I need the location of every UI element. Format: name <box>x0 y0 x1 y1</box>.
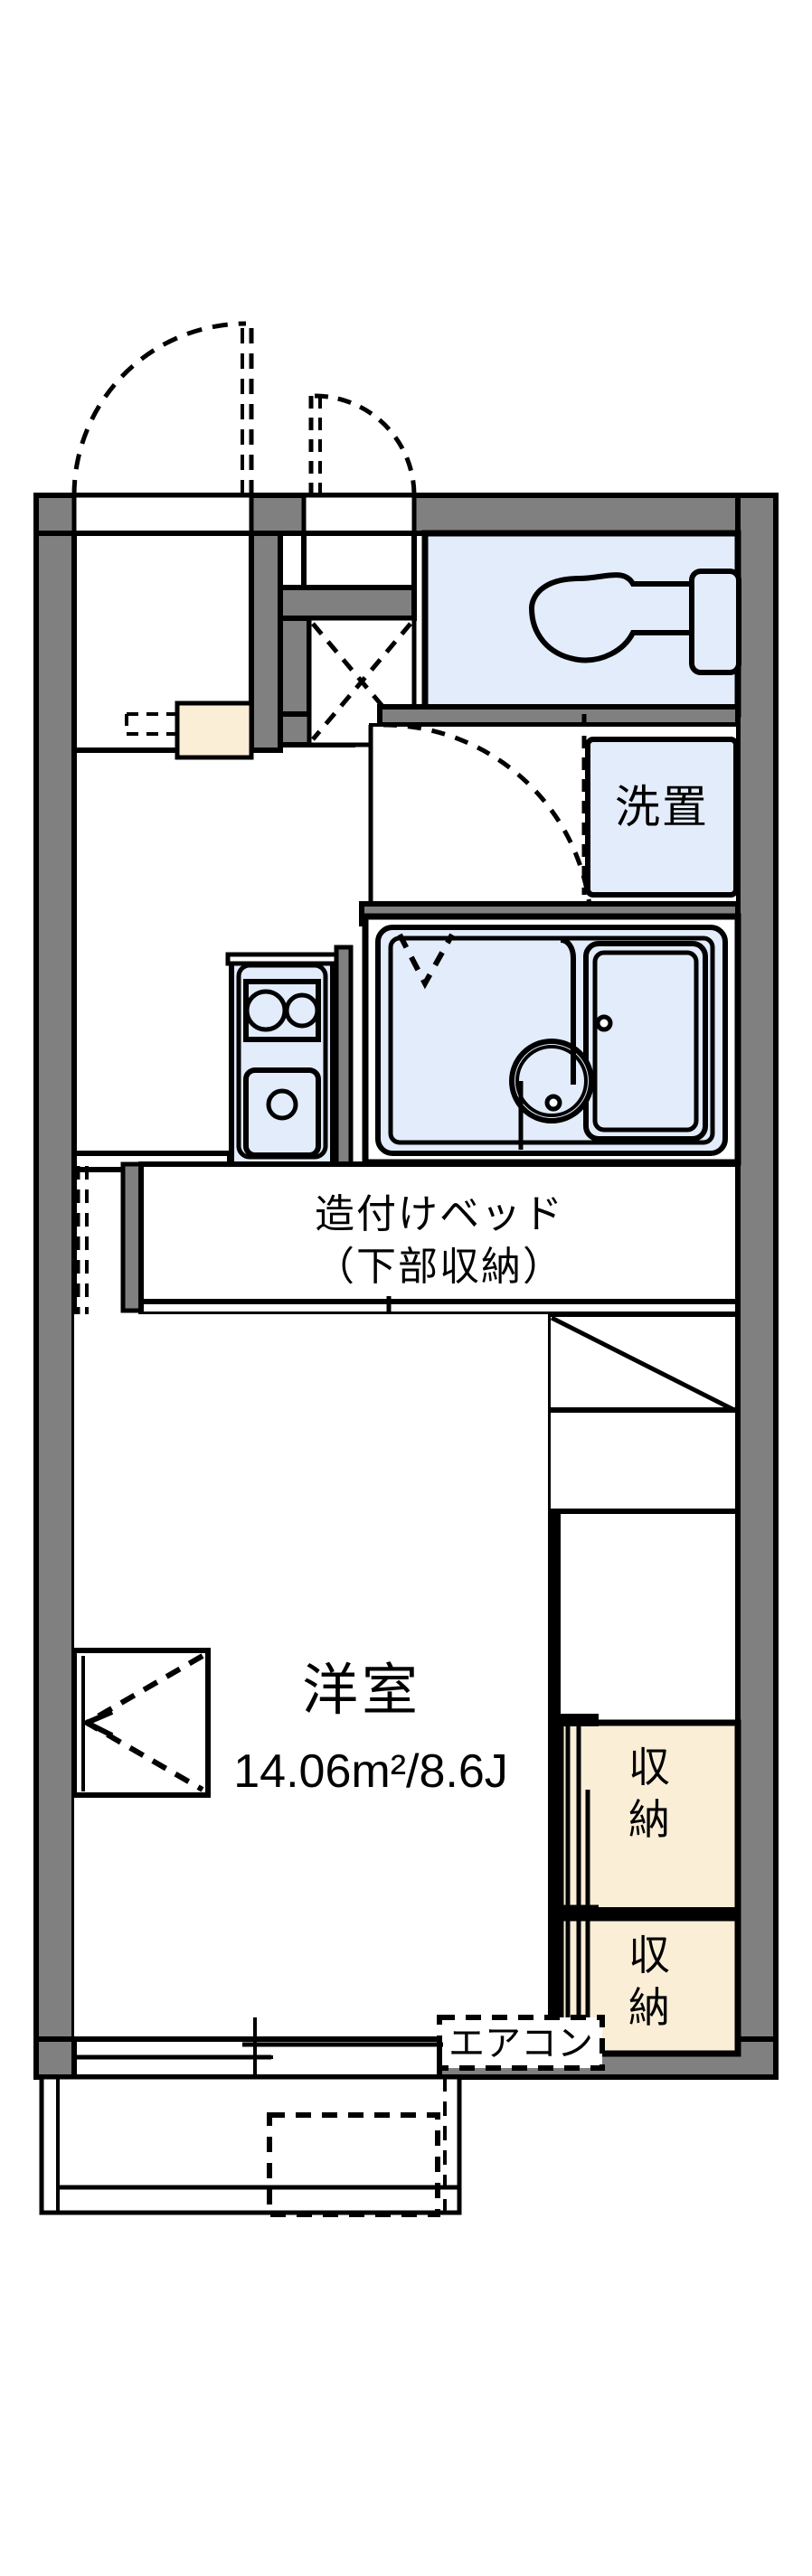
toilet-icon <box>528 572 694 663</box>
balcony <box>39 2017 462 2217</box>
built-in-bed-line1: 造付けベッド <box>315 1192 564 1236</box>
built-in-bed-area <box>120 1161 741 1321</box>
main-room <box>71 1314 548 2039</box>
storage-upper-line1: 収 <box>628 1744 670 1791</box>
bay-window-icon <box>71 1648 211 1798</box>
main-room-area: 14.06m²/8.6J <box>181 1746 561 1797</box>
aircon-marker <box>437 2015 605 2071</box>
aircon-label-text: エアコン <box>448 2024 593 2064</box>
washing-machine-icon <box>585 737 739 898</box>
right-storage-closets <box>548 1511 741 2057</box>
built-in-bed-line2: （下部収納） <box>315 1244 564 1289</box>
aircon-label: エアコン <box>439 2024 602 2064</box>
storage-lower-line2: 納 <box>628 1984 670 2031</box>
main-room-area-text: 14.06m²/8.6J <box>233 1745 508 1798</box>
unit-bath <box>359 901 741 1166</box>
washer-label-text: 洗置 <box>615 782 709 832</box>
page-title: 洋室 <box>226 1659 497 1722</box>
washer-label: 洗置 <box>604 783 720 832</box>
kitchen <box>225 945 354 1167</box>
storage-upper-line2: 納 <box>628 1796 670 1843</box>
entrance-area <box>71 321 417 753</box>
entry-partition <box>125 531 417 760</box>
storage-lower-line1: 収 <box>628 1932 670 1979</box>
built-in-bed-label: 造付けベッド （下部収納） <box>141 1193 738 1288</box>
sanitary-corridor <box>368 704 741 935</box>
main-room-name: 洋室 <box>301 1659 421 1722</box>
loft-storage <box>545 1312 741 1514</box>
toilet-room <box>421 530 741 718</box>
storage-upper-label: 収 納 <box>561 1746 738 1840</box>
storage-lower-label: 収 納 <box>561 1934 738 2028</box>
